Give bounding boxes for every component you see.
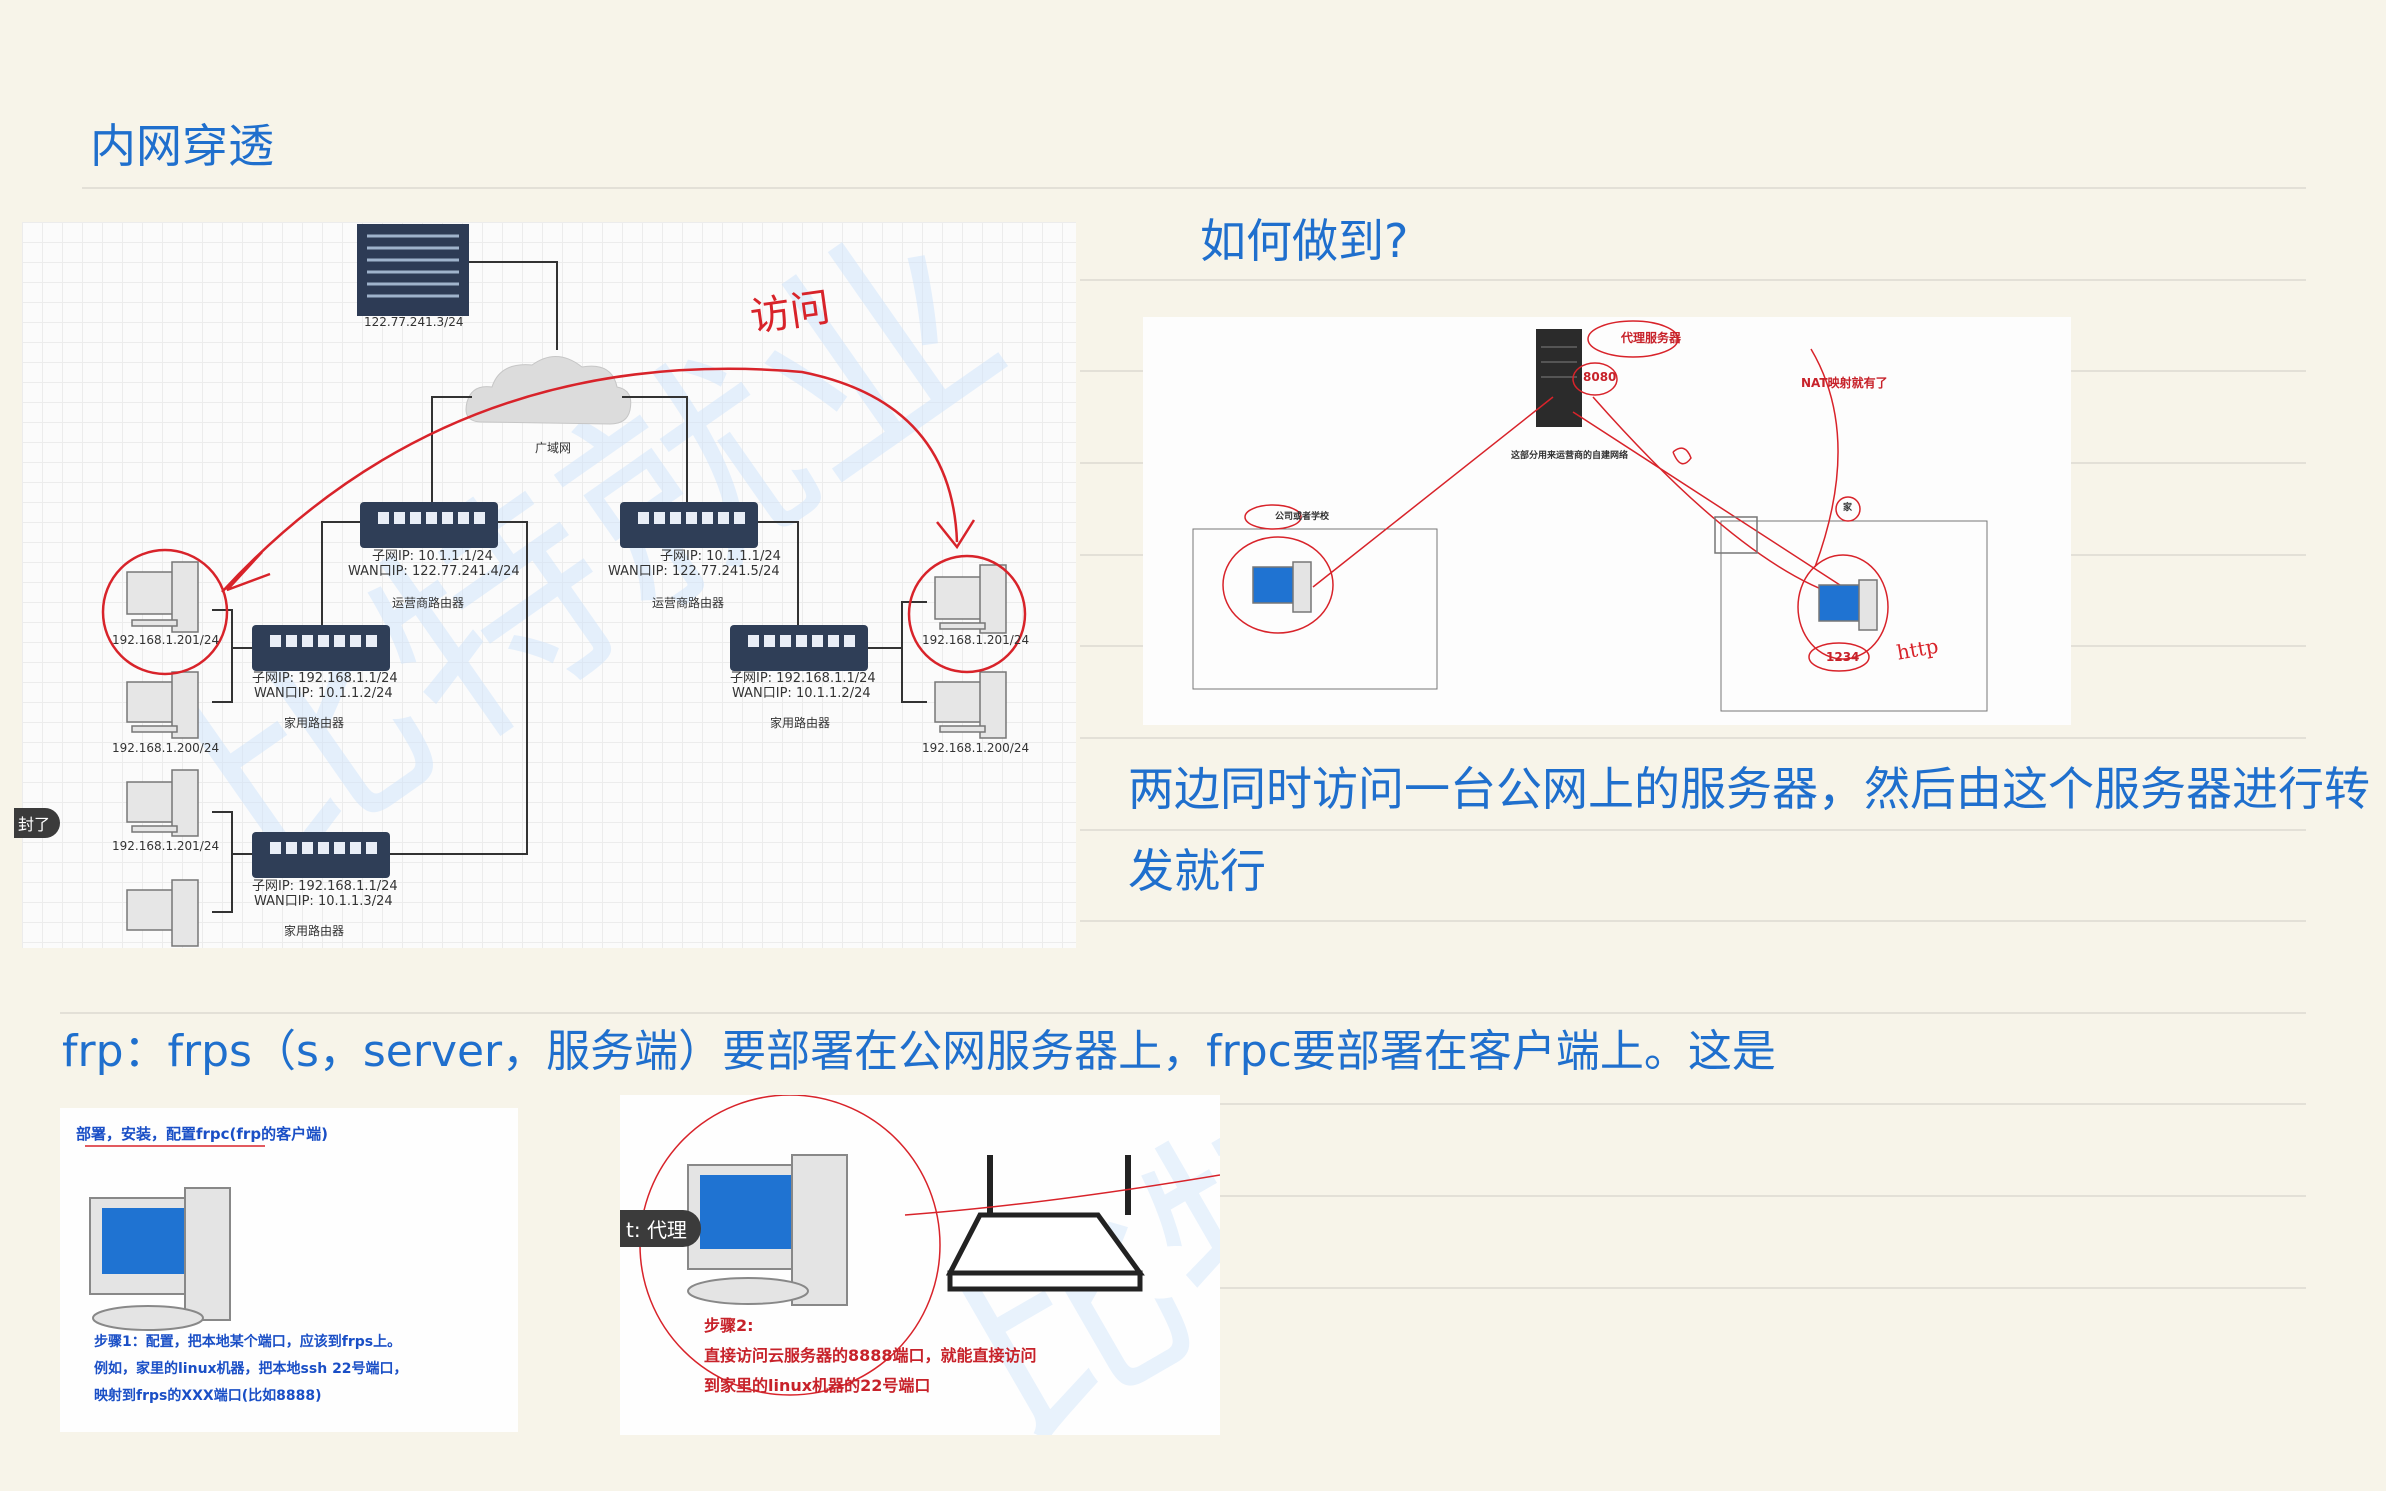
home-right-wan: WAN口IP: 10.1.1.2/24	[732, 686, 871, 701]
isp-left-wan: WAN口IP: 122.77.241.4/24	[348, 564, 520, 579]
isp-left-subnet: 子网IP: 10.1.1.1/24	[372, 549, 493, 564]
home-label: 家	[1843, 503, 1853, 513]
home-right-subnet: 子网IP: 192.168.1.1/24	[730, 671, 876, 686]
pc-left-1-ip: 192.168.1.201/24	[112, 633, 220, 647]
handwritten-http: http	[1895, 634, 1940, 665]
home-left1-wan: WAN口IP: 10.1.1.2/24	[254, 686, 393, 701]
ruled-line	[1220, 1103, 2306, 1105]
ruled-line	[1080, 279, 2306, 281]
port-8080-label: 8080	[1583, 370, 1617, 384]
isp-right-name: 运营商路由器	[652, 596, 725, 610]
server-ip: 122.77.241.3/24	[364, 315, 464, 329]
home-left2-name: 家用路由器	[284, 924, 345, 938]
ruled-line	[60, 1012, 2306, 1014]
step2-title: 步骤2:	[704, 1316, 754, 1335]
server-caption: 这部分用来运营商的自建网络	[1511, 451, 1629, 461]
explanation-text: 两边同时访问一台公网上的服务器，然后由这个服务器进行转发就行	[1128, 762, 2370, 898]
step1-line2: 例如，家里的linux机器，把本地ssh 22号端口，	[94, 1361, 408, 1377]
company-label: 公司或者学校	[1275, 512, 1330, 522]
proxy-diagram-image: http 代理服务器 8080 NAT映射就有了 这部分用来运营商的自建网络 公…	[1143, 317, 2071, 725]
home-left2-wan: WAN口IP: 10.1.1.3/24	[254, 894, 393, 909]
ruled-line	[82, 187, 2306, 189]
pc-left-3-ip: 192.168.1.201/24	[112, 839, 220, 853]
pc-left-2-ip: 192.168.1.200/24	[112, 741, 220, 755]
frps-step-image: 比特 步骤2: 直接访问云服务器的8888端口，就能直接访问 到家里的linux…	[620, 1095, 1220, 1435]
home-right-name: 家用路由器	[770, 716, 831, 730]
svg-text:比特就业: 比特就业	[140, 222, 1047, 926]
ruled-line	[1220, 1195, 2306, 1197]
isp-right-subnet: 子网IP: 10.1.1.1/24	[660, 549, 781, 564]
nat-label: NAT映射就有了	[1801, 376, 1888, 390]
overlay-tag-proxy: t: 代理	[620, 1210, 701, 1247]
frpc-step-image: 部署，安装，配置frpc(frp的客户端) 步骤1：配置，把本地某个端口，应该到…	[60, 1108, 518, 1432]
step2-line2: 到家里的linux机器的22号端口	[704, 1376, 931, 1395]
frp-description: frp：frps（s，server，服务端）要部署在公网服务器上，frpc要部署…	[62, 1026, 1776, 1077]
step1-line3: 映射到frps的XXX端口(比如8888)	[94, 1388, 322, 1404]
ruled-line	[1080, 829, 2306, 831]
frps-diagram: 比特	[639, 1095, 1220, 1435]
step2-line1: 直接访问云服务器的8888端口，就能直接访问	[704, 1346, 1037, 1365]
home-left2-subnet: 子网IP: 192.168.1.1/24	[252, 879, 398, 894]
frpc-pc-icon	[85, 1145, 265, 1331]
question-heading: 如何做到?	[1200, 214, 1409, 268]
proxy-diagram-lines: http	[1192, 320, 1988, 712]
wan-label: 广域网	[535, 441, 572, 455]
pc-right-2-ip: 192.168.1.200/24	[922, 741, 1030, 755]
ruled-line	[1080, 737, 2306, 739]
handwritten-visit: 访问	[747, 285, 833, 342]
isp-left-name: 运营商路由器	[392, 596, 465, 610]
step1-line1: 步骤1：配置，把本地某个端口，应该到frps上。	[94, 1334, 402, 1350]
ruled-line	[1080, 920, 2306, 922]
frpc-header: 部署，安装，配置frpc(frp的客户端)	[76, 1125, 328, 1143]
network-diagram-image: 比特就业	[22, 222, 1076, 948]
page-title: 内网穿透	[90, 119, 274, 173]
isp-right-wan: WAN口IP: 122.77.241.5/24	[608, 564, 780, 579]
overlay-tag-left: 封了	[14, 808, 61, 838]
pc-right-1-ip: 192.168.1.201/24	[922, 633, 1030, 647]
port-1234-label: 1234	[1826, 650, 1860, 664]
network-diagram-lines: 比特就业	[101, 222, 1047, 947]
home-left1-subnet: 子网IP: 192.168.1.1/24	[252, 671, 398, 686]
home-left1-name: 家用路由器	[284, 716, 345, 730]
proxy-server-label: 代理服务器	[1621, 331, 1682, 345]
ruled-line	[1220, 1287, 2306, 1289]
